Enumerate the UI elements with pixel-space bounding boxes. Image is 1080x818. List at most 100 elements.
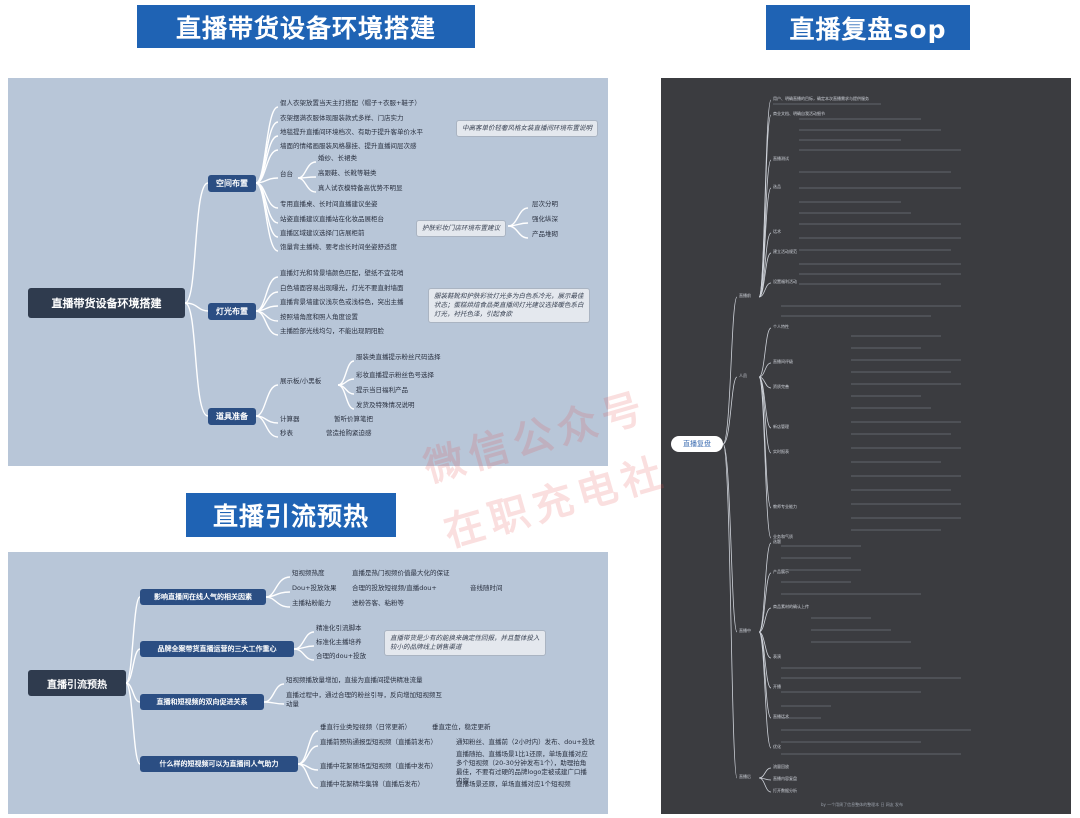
review-during-item: 直播话术	[773, 714, 789, 719]
review-branch-before: 直播前	[739, 293, 751, 298]
traffic-synergy-item: 直播过程中，通过合理的粉丝引导，反向增加短视频互动量	[286, 691, 442, 708]
traffic-branch-videos: 什么样的短视频可以为直播间人气助力	[140, 756, 298, 772]
setup-props-sub: 发货及特殊情况说明	[356, 401, 415, 409]
review-branch-people: 人员	[739, 373, 747, 378]
setup-space-extra: 强化纵深	[532, 215, 558, 223]
review-connectors	[722, 99, 971, 793]
setup-props-sub: 彩妆直播提示粉丝色号选择	[356, 371, 434, 379]
review-during-item: 选题	[773, 539, 781, 544]
review-before-item: 商业文档、明确自我活动细节	[773, 111, 825, 116]
review-during-item: 表演	[773, 654, 781, 659]
traffic-focus-item: 精准化引流脚本	[316, 624, 362, 632]
setup-props-item: 展示板/小黑板	[280, 377, 322, 385]
setup-branch-space: 空间布置	[208, 175, 256, 192]
review-center: 直播复盘	[671, 436, 723, 452]
setup-light-item: 白色墙面容易出现曝光，灯光不要直射墙面	[280, 284, 404, 292]
banner-review: 直播复盘sop	[766, 5, 970, 50]
banner-traffic: 直播引流预热	[186, 493, 396, 537]
traffic-factor-item: Dou+投放效果	[292, 584, 337, 592]
traffic-root: 直播引流预热	[28, 670, 126, 696]
review-before-item: 选品	[773, 184, 781, 189]
setup-light-item: 按照墙角度和照人角度设置	[280, 313, 358, 321]
review-people-item: 教师专业能力	[773, 504, 797, 509]
setup-light-note: 服装鞋靴和护肤彩妆灯光多为白色系冷光，展示最佳状态；蛋糕烘焙食品类直播间灯光建议…	[428, 288, 590, 323]
setup-root: 直播带货设备环境搭建	[28, 288, 185, 318]
traffic-video-right: 通知粉丝、直播前（2小时内）发布、dou+投放	[456, 738, 595, 746]
review-people-item: 业务和气质	[773, 534, 793, 539]
setup-space-extra: 产品堆砌	[532, 230, 558, 238]
setup-props-side: 营造抢购紧迫感	[326, 429, 372, 437]
review-before-item: 设置福利活动	[773, 279, 797, 284]
traffic-branch-synergy: 直播和短视频的双向促进关系	[140, 694, 264, 710]
traffic-branch-factors: 影响直播间在线人气的相关因素	[140, 589, 266, 605]
setup-props-item: 秒表	[280, 429, 293, 437]
setup-space-note: 中高客单价轻奢风格女装直播间环境布置说明	[456, 120, 598, 137]
review-before-item: 直播测试	[773, 156, 789, 161]
setup-space-sub: 婚纱、长裙类	[318, 154, 357, 162]
traffic-branch-focus: 品牌全案带货直播运营的三大工作重心	[140, 641, 294, 657]
setup-branch-props: 道具准备	[208, 408, 256, 425]
review-people-item: 新店管理	[773, 424, 789, 429]
traffic-focus-item: 标准化主播培养	[316, 638, 362, 646]
review-before-item: 建立活动规范	[773, 249, 797, 254]
setup-props-sub: 服装类直播提示粉丝尺码选择	[356, 353, 441, 361]
setup-space-item: 站姿直播建议直播站在化妆品展柜台	[280, 215, 384, 223]
traffic-video-right: 垂直定位，稳定更新	[432, 723, 491, 731]
setup-props-side: 暂听价算笔把	[334, 415, 373, 423]
review-before-item: 用户、明确直播的目标，确定本次直播需求与提供服务	[773, 96, 869, 101]
review-during-item: 商品素材的确认上传	[773, 604, 809, 609]
review-during-item: 开播	[773, 684, 781, 689]
review-after-item: 流量回放	[773, 764, 789, 769]
traffic-factor-far: 音线随时间	[470, 584, 503, 592]
review-during-item: 产品展示	[773, 569, 789, 574]
review-people-item: 实时报表	[773, 449, 789, 454]
traffic-focus-item: 合理的dou+投放	[316, 652, 367, 660]
setup-light-item: 直播背景墙建议浅灰色或浅棕色，突出主播	[280, 298, 404, 306]
review-after-item: 打开数据分析	[773, 788, 797, 793]
setup-mindmap: 直播带货设备环境搭建 空间布置 灯光布置 道具准备 假人衣架放置当天主打搭配（帽…	[8, 78, 608, 466]
traffic-video-item: 直播中花絮精华集锦（直播后发布）	[320, 780, 424, 788]
setup-space-sub: 高跟鞋、长靴等鞋类	[318, 169, 377, 177]
setup-props-sub: 提示当日福利产品	[356, 386, 408, 394]
banner-setup: 直播带货设备环境搭建	[137, 5, 475, 48]
setup-space-item: 地毯提升直播间环境档次、有助于提升客单价水平	[280, 128, 423, 136]
setup-connectors	[184, 106, 529, 438]
setup-space-note: 护肤彩妆门店环境布置建议	[416, 220, 506, 237]
setup-space-item: 衣架摆满衣服体现服装款式多样、门店实力	[280, 114, 404, 122]
traffic-video-right: 直播随拍、直播场景1比1还原，单场直播对应多个短视频（20-30分钟发布1个），…	[456, 750, 588, 785]
review-footer: by 一个用周了信息整体的整理本 日 网友 发布	[821, 802, 903, 807]
traffic-factor-item: 短视频热度	[292, 569, 325, 577]
setup-light-item: 直播灯光和背景墙颜色匹配，壁纸不宜花哨	[280, 269, 404, 277]
setup-light-item: 主播脸部光线均匀，不能出现阴阳脸	[280, 327, 384, 335]
review-people-item: 个人特性	[773, 324, 789, 329]
setup-props-item: 计算器	[280, 415, 300, 423]
traffic-video-item: 直播中花絮随场型短视频（直播中发布）	[320, 762, 437, 770]
setup-space-item: 台台	[280, 170, 293, 178]
traffic-factor-item: 主播粘粉能力	[292, 599, 331, 607]
review-mindmap: 直播复盘 直播前 用户、明确直播的目标，确定本次直播需求与提供服务 商业文档、明…	[661, 78, 1071, 814]
setup-space-item: 饱量背主播椅、要考虑长时间坐姿舒适度	[280, 243, 397, 251]
traffic-video-item: 垂直行业类短视频（日常更新）	[320, 723, 411, 731]
review-people-item: 资质完善	[773, 384, 789, 389]
setup-branch-lighting: 灯光布置	[208, 303, 256, 320]
setup-space-sub: 真人试衣模特备高优势不明显	[318, 184, 403, 192]
setup-space-item: 墙面的情绪画服装风格暴挂、提升直播间层次感	[280, 142, 417, 150]
traffic-synergy-item: 短视频播放量增加，直接为直播间提供精准流量	[286, 676, 423, 684]
traffic-video-item: 直播前预热通报型短视频（直播前发布）	[320, 738, 437, 746]
setup-space-extra: 层次分明	[532, 200, 558, 208]
setup-space-item: 假人衣架放置当天主打搭配（帽子+衣服+鞋子）	[280, 99, 421, 107]
traffic-focus-note: 直播带货是少有的能换来确定性回报，并且整体投入较小的品牌线上销售渠道	[384, 630, 546, 656]
review-people-item: 直播间评级	[773, 359, 793, 364]
traffic-connectors	[125, 576, 319, 789]
review-during-item: 优化	[773, 744, 781, 749]
traffic-factor-right: 进粉答客、粘粉等	[352, 599, 404, 607]
traffic-factor-right: 合理的投放短视频/直播dou+	[352, 584, 437, 592]
setup-space-item: 专用直播桌、长时间直播建议坐姿	[280, 200, 378, 208]
traffic-factor-right: 直播是热门视频价值最大化的保证	[352, 569, 450, 577]
review-branch-after: 直播后	[739, 774, 751, 779]
review-branch-during: 直播中	[739, 628, 751, 633]
review-before-item: 话术	[773, 229, 781, 234]
traffic-video-right: 直播场景还原，单场直播对应1个短视频	[456, 780, 571, 788]
traffic-mindmap: 直播引流预热 影响直播间在线人气的相关因素 品牌全案带货直播运营的三大工作重心 …	[8, 552, 608, 814]
setup-space-item: 直播区域建议选择门店展柜前	[280, 229, 365, 237]
